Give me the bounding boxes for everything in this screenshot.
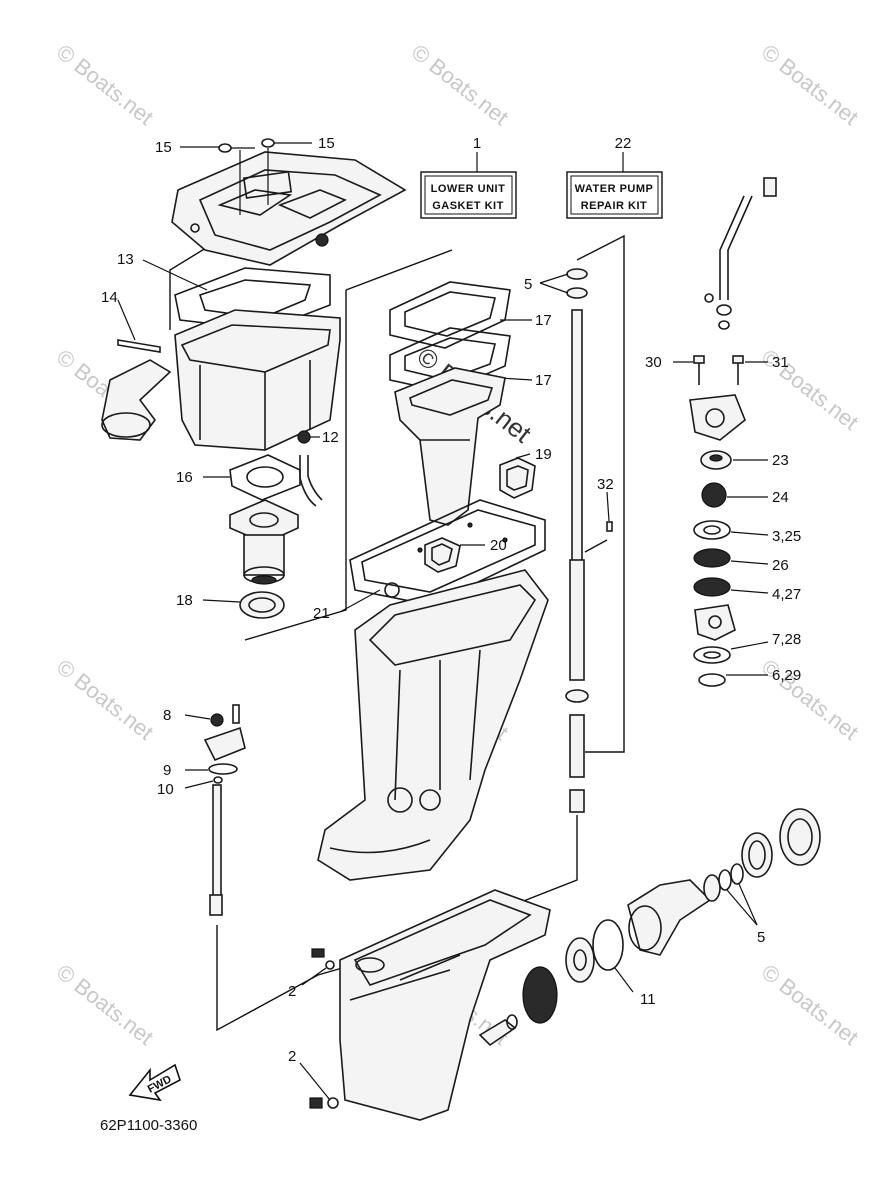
watermark: © Boats.net xyxy=(757,959,863,1050)
callouts: 15 15 13 14 12 16 18 17 17 19 20 21 5 32… xyxy=(101,135,801,1065)
callout-22: 22 xyxy=(615,135,632,152)
callout-6-29: 6,29 xyxy=(772,667,801,684)
o-ring-15b[interactable] xyxy=(261,138,312,205)
part-11-oring[interactable] xyxy=(592,919,634,993)
o-ring-15a[interactable] xyxy=(218,143,255,215)
part-14-clip[interactable] xyxy=(117,299,161,353)
group-lines xyxy=(169,165,625,1032)
gasket-13[interactable] xyxy=(142,259,331,331)
kit-lower-unit-gasket[interactable]: LOWER UNIT GASKET KIT xyxy=(420,152,517,219)
kit-line1: WATER PUMP xyxy=(575,183,654,195)
oil-strainer[interactable] xyxy=(101,359,172,441)
callout-3-25: 3,25 xyxy=(772,528,801,545)
part-32-key[interactable] xyxy=(606,491,613,532)
upper-drive-shaft-housing[interactable] xyxy=(317,569,549,881)
shift-rod-holder[interactable] xyxy=(203,704,246,762)
cap-rings[interactable] xyxy=(741,808,821,878)
water-tube[interactable] xyxy=(299,455,323,507)
callout-9: 9 xyxy=(163,762,171,779)
callout-7-28: 7,28 xyxy=(772,631,801,648)
callout-30: 30 xyxy=(645,354,662,371)
shift-rod[interactable] xyxy=(209,784,223,916)
kit-water-pump-repair[interactable]: WATER PUMP REPAIR KIT xyxy=(566,152,663,219)
callout-15: 15 xyxy=(318,135,335,152)
pump-cartridge[interactable] xyxy=(694,604,736,641)
part-10-seal[interactable] xyxy=(184,776,223,789)
callout-19: 19 xyxy=(535,446,552,463)
exhaust-guide[interactable] xyxy=(171,151,407,266)
watermark: © Boats.net xyxy=(52,959,158,1050)
part-2-screw-upper[interactable] xyxy=(301,948,335,986)
kit-line1: LOWER UNIT xyxy=(431,183,506,195)
part-7-28-gasket[interactable] xyxy=(693,641,769,664)
callout-24: 24 xyxy=(772,489,789,506)
diagram-code: 62P1100-3360 xyxy=(100,1117,197,1134)
forward-gear[interactable] xyxy=(522,966,558,1024)
callout-18: 18 xyxy=(176,592,193,609)
callout-12: 12 xyxy=(322,429,339,446)
part-12-seal[interactable] xyxy=(297,430,320,444)
callout-4-27: 4,27 xyxy=(772,586,801,603)
callout-20: 20 xyxy=(490,537,507,554)
bolt-31[interactable] xyxy=(732,355,768,385)
lower-case[interactable] xyxy=(339,889,551,1121)
callout-26: 26 xyxy=(772,557,789,574)
part-4-27-plate[interactable] xyxy=(693,577,769,597)
callout-1: 1 xyxy=(473,135,481,152)
gasket-17a[interactable] xyxy=(389,281,532,349)
drive-shaft[interactable] xyxy=(565,268,589,813)
part-18-seal[interactable] xyxy=(202,591,285,619)
callout-2: 2 xyxy=(288,1048,296,1065)
watermark: © Boats.net xyxy=(757,39,863,130)
part-20-seal[interactable] xyxy=(424,537,485,573)
part-8-bolt[interactable] xyxy=(184,713,224,727)
pump-housing[interactable] xyxy=(689,394,746,441)
callout-10: 10 xyxy=(157,781,174,798)
fwd-arrow-icon: FWD xyxy=(128,1063,181,1102)
callout-21: 21 xyxy=(313,605,330,622)
callout-16: 16 xyxy=(176,469,193,486)
gasket-21[interactable] xyxy=(339,499,546,613)
callout-17: 17 xyxy=(535,312,552,329)
part-2-screw-lower[interactable] xyxy=(299,1062,339,1109)
water-tube-right[interactable] xyxy=(704,177,777,330)
part-26-plate[interactable] xyxy=(693,548,769,568)
small-bearing[interactable] xyxy=(703,874,721,902)
bearing[interactable] xyxy=(565,937,595,983)
watermark: © Boats.net xyxy=(407,39,513,130)
watermark: © Boats.net xyxy=(52,654,158,745)
part-3-25-gasket[interactable] xyxy=(693,520,769,540)
part-9-oring[interactable] xyxy=(185,763,238,775)
kit-line2: REPAIR KIT xyxy=(581,200,648,212)
part-6-29-ring[interactable] xyxy=(698,673,768,687)
callout-5: 5 xyxy=(757,929,765,946)
drive-housing-assy[interactable] xyxy=(229,499,299,585)
callout-14: 14 xyxy=(101,289,118,306)
callout-2: 2 xyxy=(288,983,296,1000)
watermark: © Boats.net xyxy=(52,39,158,130)
callout-15: 15 xyxy=(155,139,172,156)
callout-31: 31 xyxy=(772,354,789,371)
callout-17: 17 xyxy=(535,372,552,389)
part-5-seals-lower[interactable] xyxy=(718,863,758,926)
exhaust-muffler[interactable] xyxy=(394,367,506,526)
part-24-impeller[interactable] xyxy=(701,482,768,508)
callout-32: 32 xyxy=(597,476,614,493)
callout-8: 8 xyxy=(163,707,171,724)
kit-line2: GASKET KIT xyxy=(432,200,504,212)
gasket-16[interactable] xyxy=(203,454,301,501)
callout-13: 13 xyxy=(117,251,134,268)
part-23-insert[interactable] xyxy=(700,450,768,470)
propeller-shaft-housing[interactable] xyxy=(627,879,712,956)
callout-23: 23 xyxy=(772,452,789,469)
callout-11: 11 xyxy=(640,991,656,1008)
prop-shaft[interactable] xyxy=(478,1014,518,1047)
part-19-plate[interactable] xyxy=(499,453,536,499)
upper-casing[interactable] xyxy=(174,309,341,451)
callout-5: 5 xyxy=(524,276,532,293)
bolt-30[interactable] xyxy=(673,355,705,385)
